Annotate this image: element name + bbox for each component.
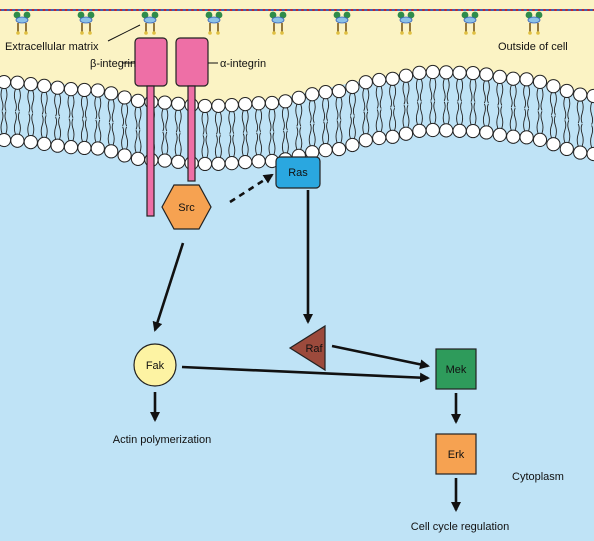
alpha-integrin-label: α-integrin [220,58,266,70]
arrow-src-to-ras [229,173,274,204]
src-node: Src [161,184,212,230]
src-label: Src [178,202,195,214]
raf-node: Raf [288,324,326,372]
extracellular-matrix [0,9,594,35]
erk-label: Erk [448,449,465,461]
raf-label: Raf [305,343,323,355]
outside-of-cell-label: Outside of cell [498,41,568,53]
cell-cycle-regulation-label: Cell cycle regulation [411,521,509,533]
alpha-integrin [175,37,209,182]
fak-label: Fak [146,360,165,372]
arrow-fak-to-mek [181,365,430,383]
actin-polymerization-label: Actin polymerization [113,434,211,446]
mek-label: Mek [446,364,467,376]
beta-integrin-label: β-integrin [90,58,136,70]
ras-label: Ras [288,167,308,179]
cytoplasm-label: Cytoplasm [512,471,564,483]
ras-node: Ras [275,156,321,189]
mek-node: Mek [435,348,477,390]
extracellular-matrix-label: Extracellular matrix [5,41,99,53]
fak-node: Fak [133,343,177,387]
arrow-raf-to-mek [331,344,430,370]
erk-node: Erk [435,433,477,475]
arrow-src-to-fak [152,242,185,332]
beta-integrin [134,37,168,217]
